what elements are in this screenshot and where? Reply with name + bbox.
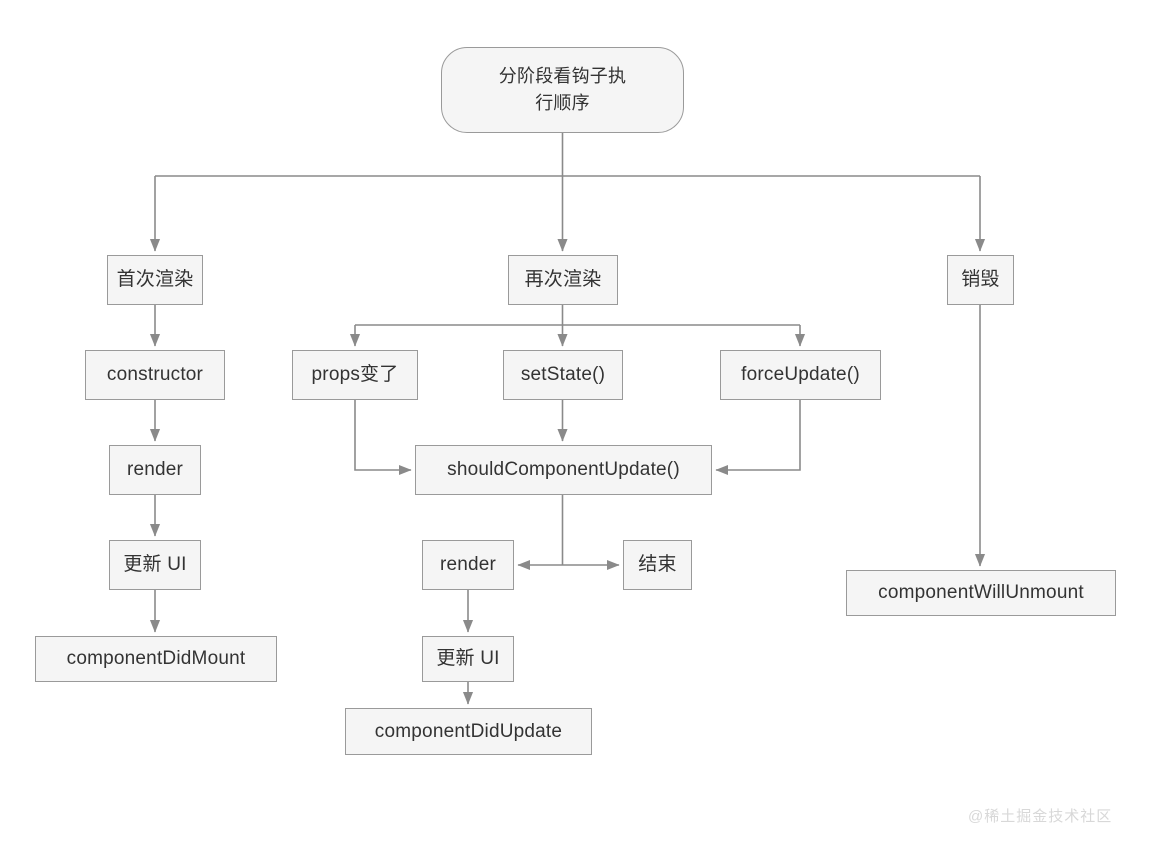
node-update-ui-left: 更新 UI — [109, 540, 201, 590]
node-should-component-update: shouldComponentUpdate() — [415, 445, 712, 495]
node-component-did-mount: componentDidMount — [35, 636, 277, 682]
edge-props-changed-to-scu — [354, 400, 412, 476]
node-first-render: 首次渲染 — [107, 255, 203, 305]
node-re-render: 再次渲染 — [508, 255, 618, 305]
node-render-mid: render — [422, 540, 514, 590]
node-destroy: 销毁 — [947, 255, 1014, 305]
node-render-left: render — [109, 445, 201, 495]
node-end: 结束 — [623, 540, 692, 590]
node-update-ui-mid: 更新 UI — [422, 636, 514, 682]
node-props-changed: props变了 — [292, 350, 418, 400]
node-set-state: setState() — [503, 350, 623, 400]
node-constructor: constructor — [85, 350, 225, 400]
node-title: 分阶段看钩子执 行顺序 — [441, 47, 684, 133]
watermark: @稀土掘金技术社区 — [968, 808, 1113, 825]
node-force-update: forceUpdate() — [720, 350, 881, 400]
node-component-did-update: componentDidUpdate — [345, 708, 592, 755]
edge-force-update-to-scu — [715, 400, 801, 476]
node-component-will-unmount: componentWillUnmount — [846, 570, 1116, 616]
